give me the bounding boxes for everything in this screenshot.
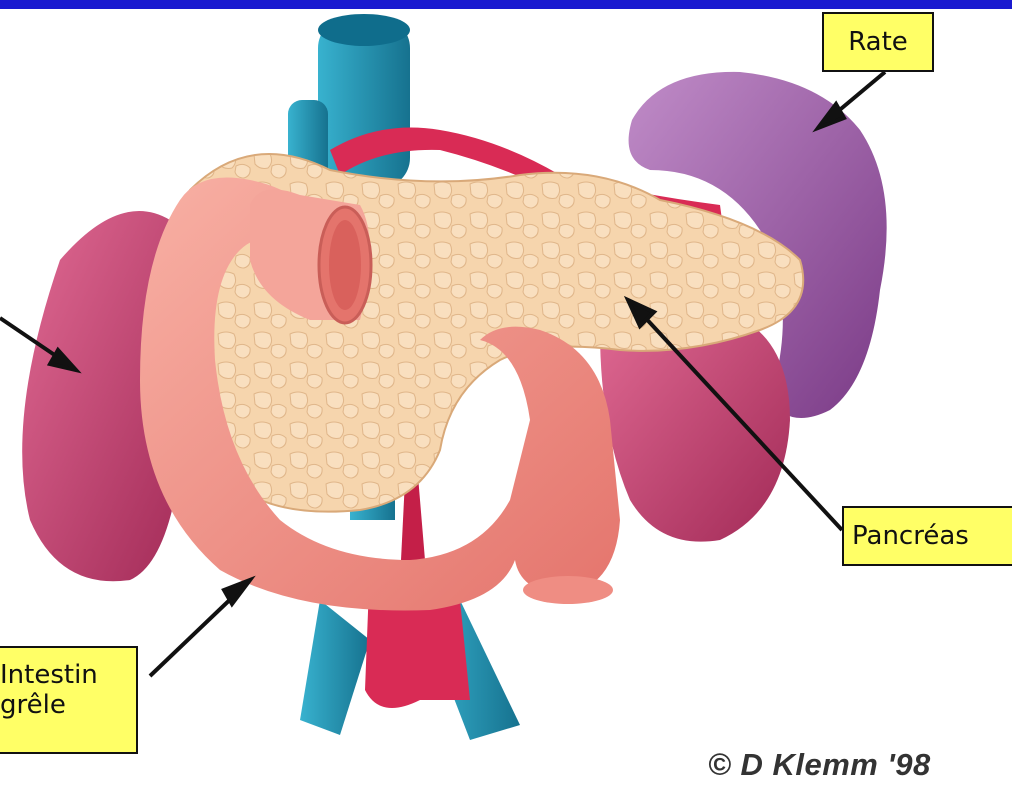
copyright-notice: © D Klemm '98 — [708, 747, 931, 783]
label-intestin-grele: Intestin grêle — [0, 646, 138, 754]
label-pancreas: Pancréas — [842, 506, 1012, 566]
label-rate: Rate — [822, 12, 934, 72]
